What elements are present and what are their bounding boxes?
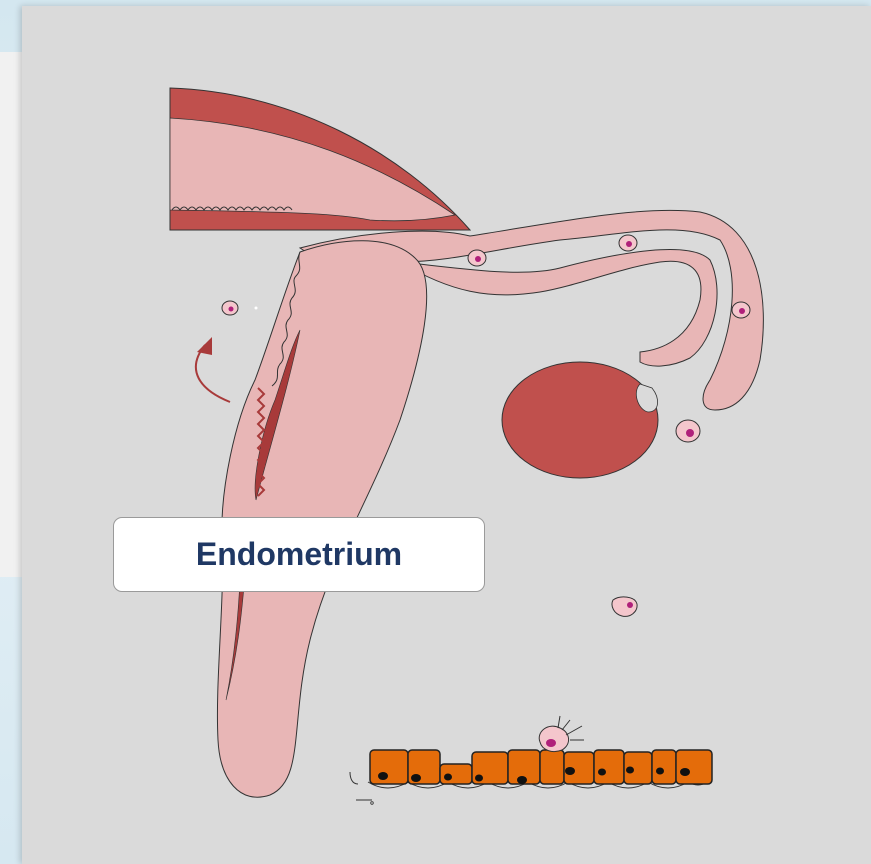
egg-cell <box>676 420 700 442</box>
egg-cell <box>222 301 258 315</box>
uterine-wall <box>170 88 470 230</box>
endometrium-label-box: Endometrium <box>113 517 485 592</box>
slide-canvas: Endometrium <box>22 6 871 864</box>
egg-cell <box>619 235 637 251</box>
egg-cell <box>468 250 486 266</box>
uterus-diagram <box>22 6 871 864</box>
egg-cell <box>612 597 637 616</box>
embryo-cell <box>539 716 584 752</box>
endometrium-label: Endometrium <box>196 536 402 573</box>
egg-cell <box>732 302 750 318</box>
ovary <box>502 362 658 478</box>
epithelial-cells <box>350 716 712 804</box>
curved-arrow-icon <box>196 337 230 402</box>
